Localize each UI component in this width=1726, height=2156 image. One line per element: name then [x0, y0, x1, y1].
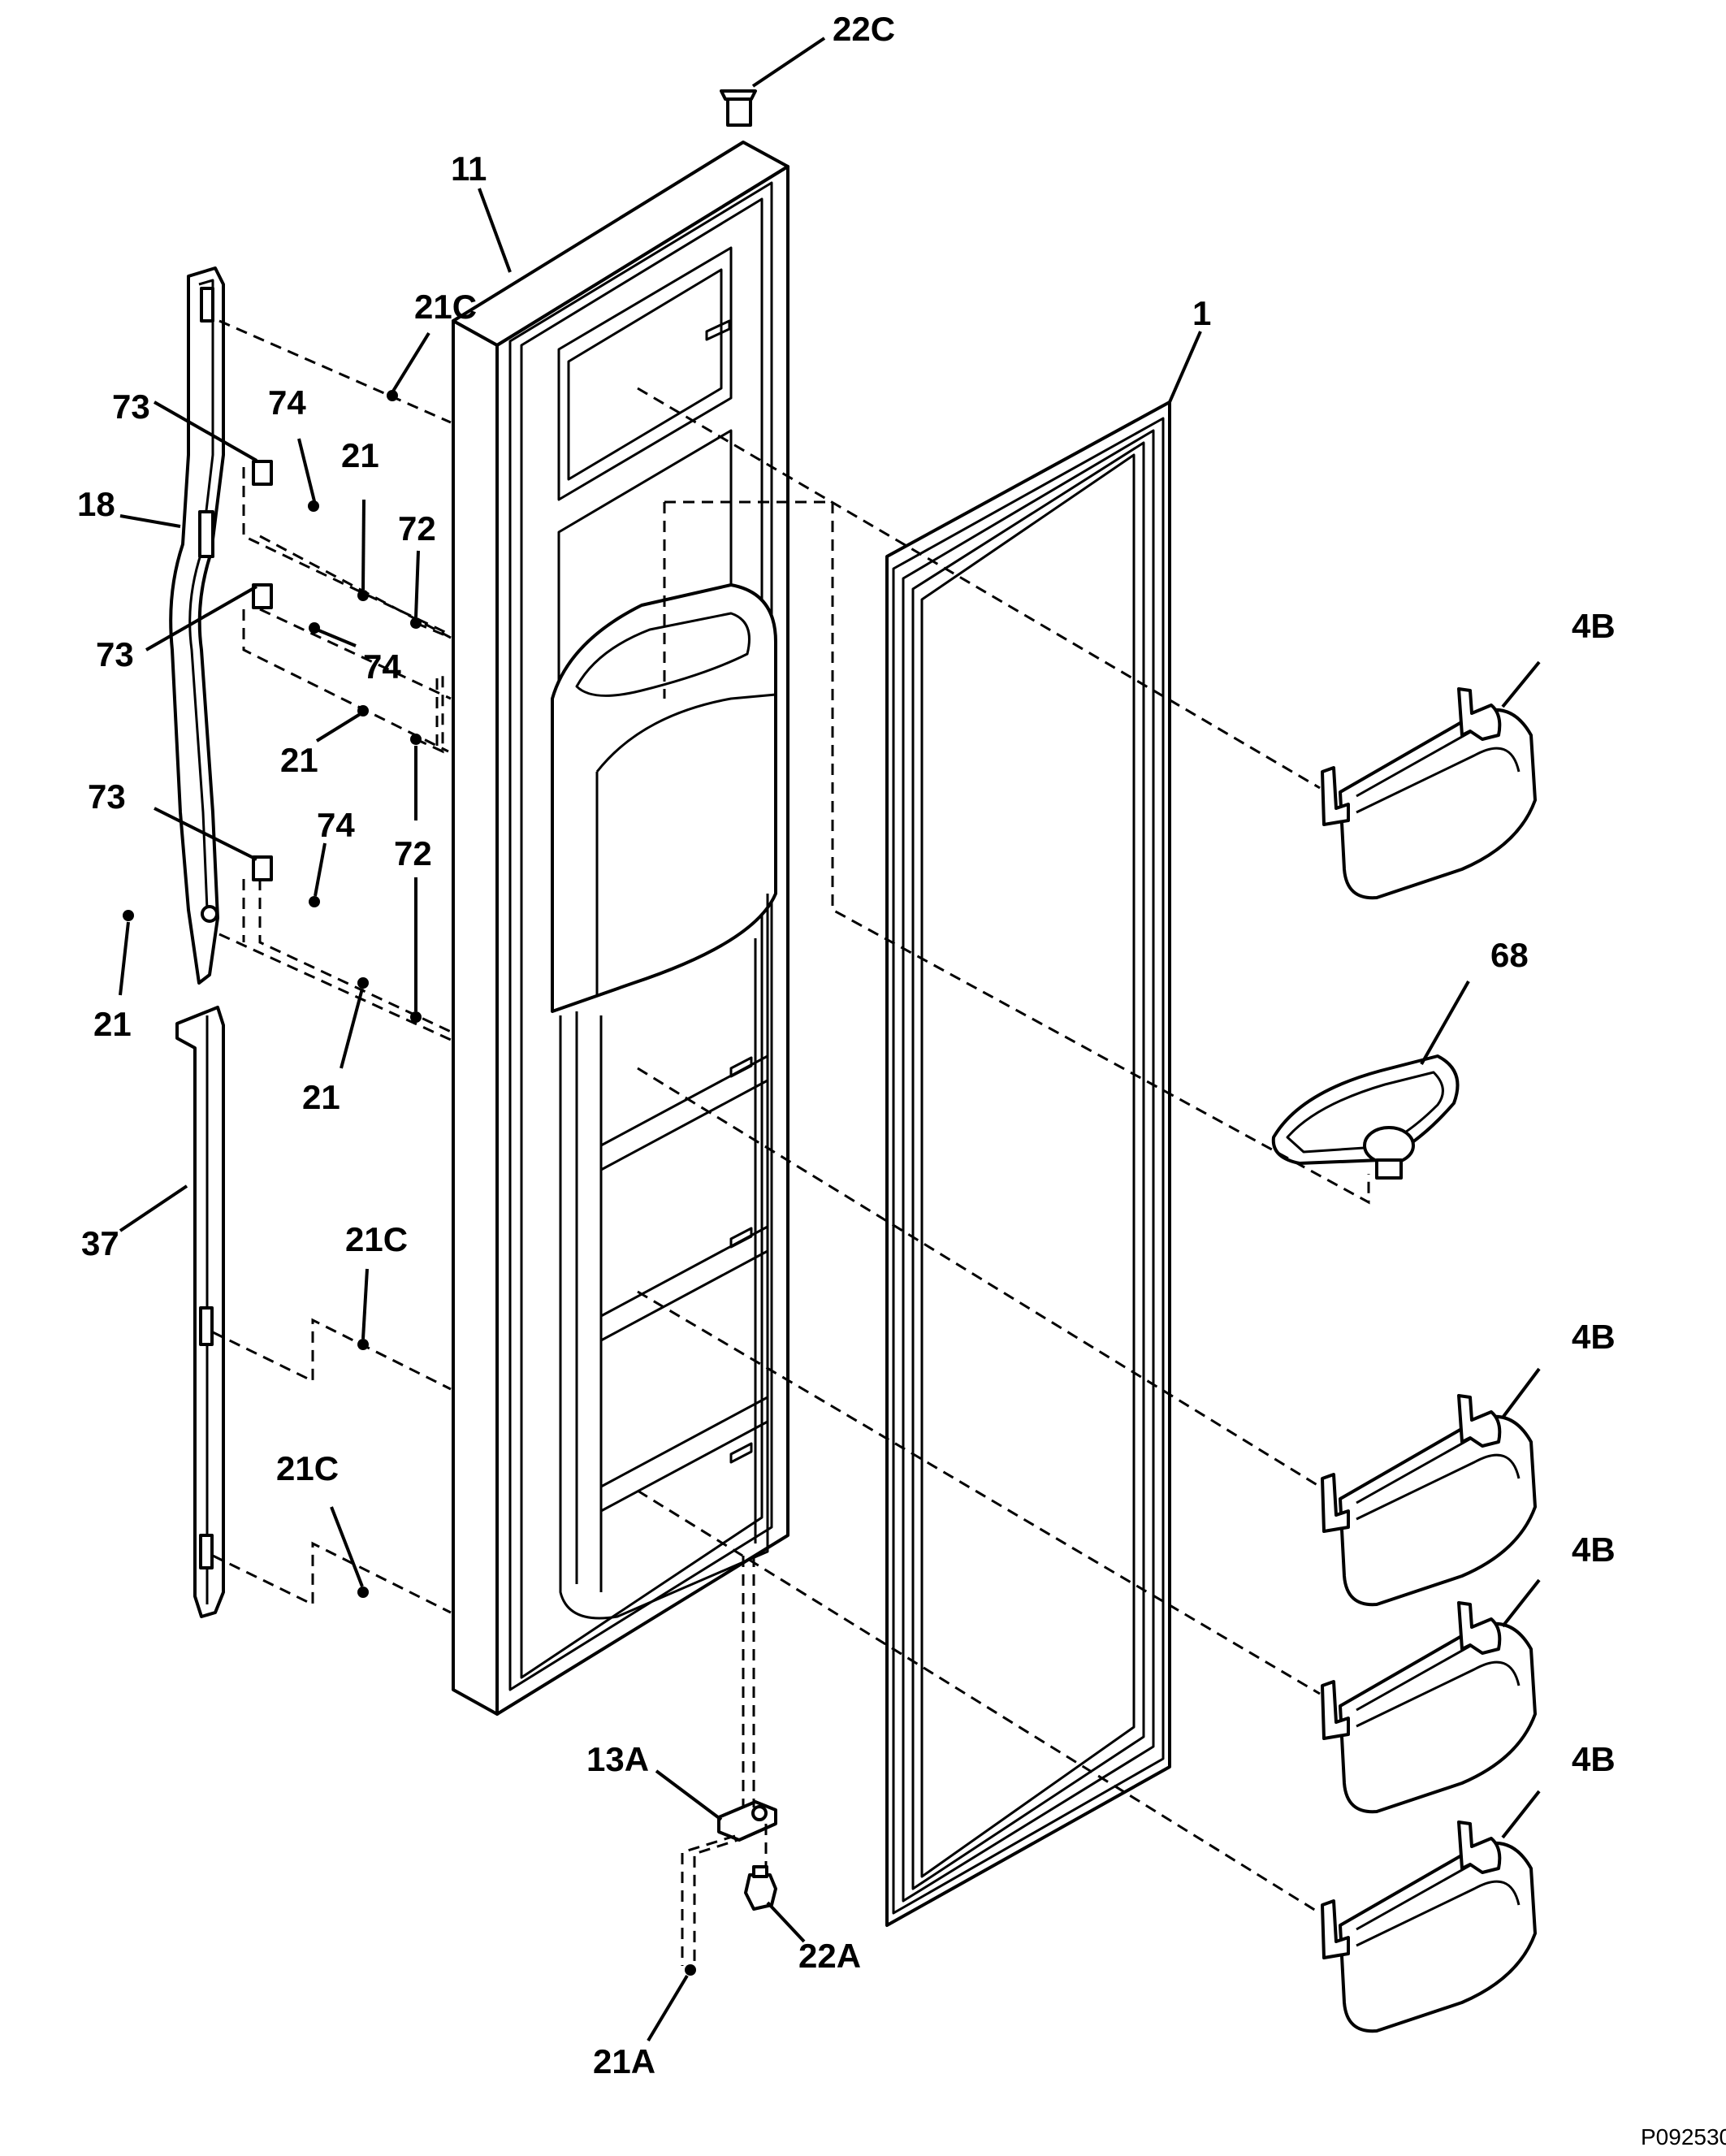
clips-73 [252, 460, 273, 881]
label-4b: 4B [1572, 1318, 1616, 1356]
label-73: 73 [96, 635, 134, 673]
label-73: 73 [88, 777, 126, 816]
door-assembly [452, 141, 789, 1716]
label-21: 21 [341, 436, 379, 474]
door-bins-4b [1321, 687, 1537, 2033]
trim-37 [175, 1006, 225, 1618]
assembly-lines [212, 319, 1370, 1966]
label-37: 37 [81, 1224, 119, 1262]
label-22a: 22A [798, 1937, 861, 1975]
label-21: 21 [302, 1078, 340, 1116]
handle-18 [169, 266, 225, 985]
label-18: 18 [77, 485, 115, 523]
label-11: 11 [451, 149, 487, 188]
label-72: 72 [398, 509, 436, 548]
plug-22c [720, 89, 757, 127]
label-4b: 4B [1572, 1740, 1616, 1778]
label-21a: 21A [593, 2042, 655, 2080]
label-4b: 4B [1572, 607, 1616, 645]
label-22c: 22C [833, 10, 895, 48]
label-21c: 21C [414, 288, 477, 326]
part-labels: 22C 11 21C 1 73 74 21 72 18 73 74 21 72 … [77, 10, 1616, 2080]
label-72: 72 [394, 834, 432, 872]
label-74: 74 [268, 383, 306, 422]
label-68: 68 [1490, 936, 1529, 974]
door-gasket [885, 400, 1171, 1927]
bushing-22a [744, 1865, 777, 1911]
label-73: 73 [112, 387, 150, 426]
label-74: 74 [363, 647, 401, 686]
label-21: 21 [93, 1005, 132, 1043]
label-4b: 4B [1572, 1530, 1616, 1569]
label-21c: 21C [345, 1220, 408, 1258]
hinge-13a [717, 1800, 777, 1842]
screws [123, 390, 696, 1976]
label-1: 1 [1192, 294, 1211, 332]
label-21: 21 [280, 741, 318, 779]
ice-funnel-68 [1271, 1054, 1460, 1180]
label-74: 74 [317, 806, 355, 844]
leader-lines [119, 37, 1541, 2042]
label-21c: 21C [276, 1449, 339, 1487]
diagram-code: P09253020132 [1641, 2124, 1726, 2150]
label-13a: 13A [586, 1740, 649, 1778]
